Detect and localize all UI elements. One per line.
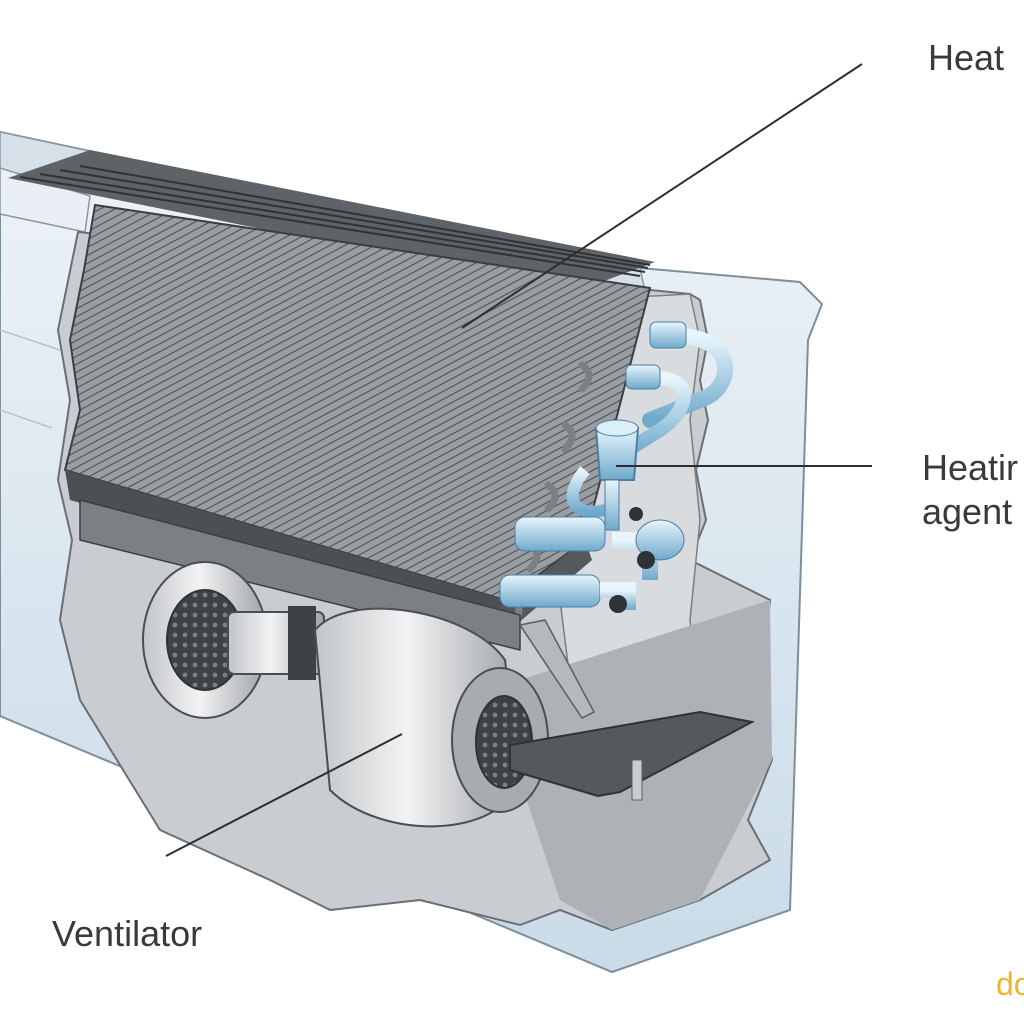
top-grille xyxy=(8,150,655,292)
ventilator-label: Ventilator xyxy=(52,913,203,954)
heat-exchanger-leader xyxy=(461,63,863,329)
heating-agent-label: Heatir agent xyxy=(922,447,1019,532)
ventilator-assembly xyxy=(79,499,755,828)
leader-lines xyxy=(165,63,872,857)
ventilator-leader xyxy=(165,733,403,857)
heat-exchanger-label: Heat xyxy=(928,37,1005,78)
heating-agent-pipework xyxy=(499,321,734,613)
brand-logo: do xyxy=(996,966,1024,1002)
